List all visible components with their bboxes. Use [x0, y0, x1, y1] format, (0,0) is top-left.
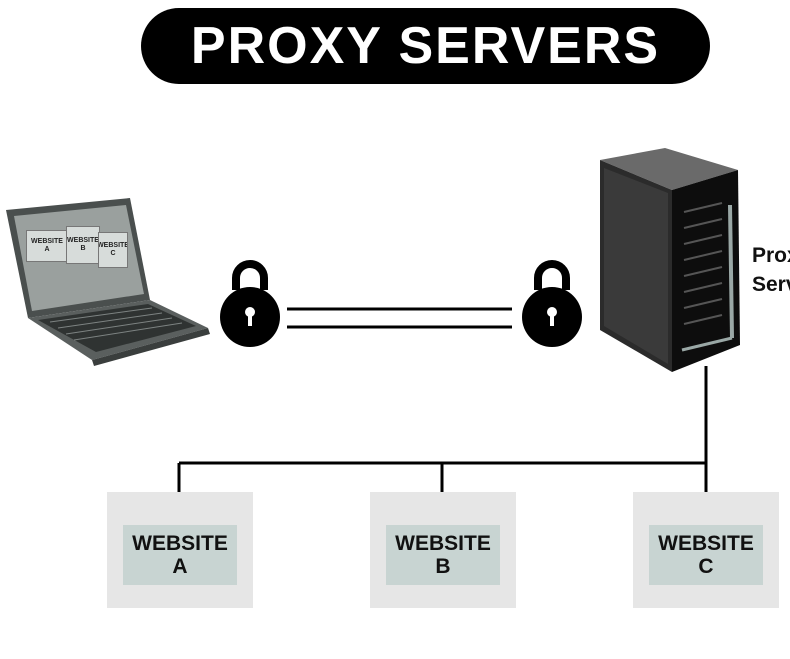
proxy-server-label-line1: Proxy: [752, 244, 790, 267]
website-label-c: WEBSITE C: [649, 525, 763, 585]
server-icon: [600, 148, 740, 372]
laptop-screen-site-b: WEBSITE B: [66, 226, 100, 264]
secure-tunnel-lines: [287, 307, 512, 329]
website-box-c: WEBSITE C: [633, 492, 779, 608]
title-banner: PROXY SERVERS: [141, 8, 710, 84]
proxy-server-label-line2: Server: [752, 273, 790, 296]
website-label-a: WEBSITE A: [123, 525, 237, 585]
website-c-line2: C: [698, 555, 714, 578]
laptop-screen-site-c: WEBSITE C: [98, 232, 128, 268]
website-b-line2: B: [435, 555, 451, 578]
laptop-screen-site-a: WEBSITE A: [26, 230, 68, 262]
laptop-icon: [6, 198, 210, 366]
website-a-line1: WEBSITE: [132, 532, 228, 555]
proxy-server-label: Proxy Server: [752, 241, 790, 299]
website-c-line1: WEBSITE: [658, 532, 754, 555]
website-box-b: WEBSITE B: [370, 492, 516, 608]
lock-icon-right: [522, 260, 582, 347]
website-box-a: WEBSITE A: [107, 492, 253, 608]
website-a-line2: A: [172, 555, 188, 578]
network-connectors: [177, 366, 708, 492]
website-b-line1: WEBSITE: [395, 532, 491, 555]
website-label-b: WEBSITE B: [386, 525, 500, 585]
diagram-title: PROXY SERVERS: [190, 17, 661, 75]
lock-icon-left: [220, 260, 280, 347]
